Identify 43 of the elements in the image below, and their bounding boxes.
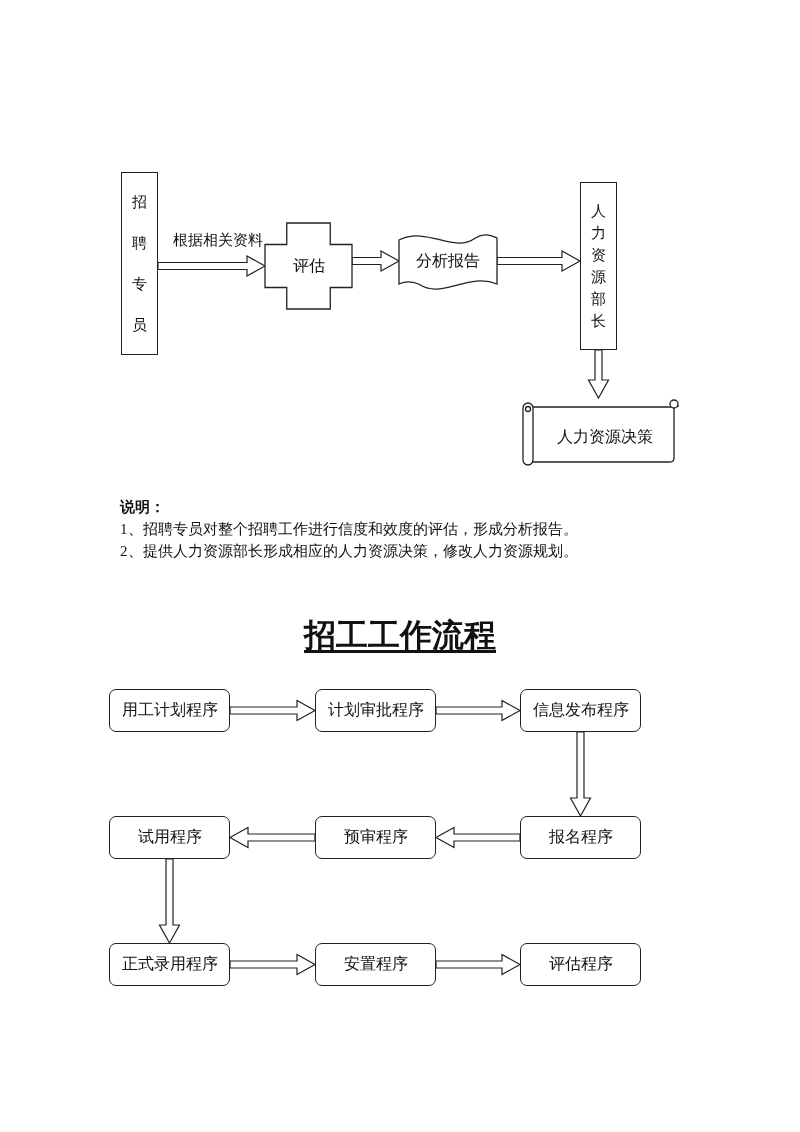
process-box	[109, 943, 230, 986]
node-text: 报名程序	[548, 827, 613, 847]
block-arrow	[229, 699, 317, 722]
node-text: 安置程序	[343, 954, 408, 974]
block-arrow	[435, 953, 522, 976]
process-box	[520, 943, 641, 986]
process-box	[520, 816, 641, 859]
process-box	[109, 816, 230, 859]
vertical-process-box	[121, 172, 158, 355]
node-text: 评估程序	[548, 954, 613, 974]
node-text: 招聘专员	[132, 192, 147, 335]
node-text: 预审程序	[343, 827, 408, 847]
process-box	[315, 689, 436, 732]
edge-label: 根据相关资料	[172, 231, 263, 250]
node-text: 计划审批程序	[327, 700, 424, 720]
node-text: 用工计划程序	[121, 700, 218, 720]
block-arrow	[229, 953, 317, 976]
process-box	[520, 689, 641, 732]
block-arrow	[228, 826, 316, 849]
block-arrow	[435, 699, 522, 722]
node-text: 信息发布程序	[532, 700, 629, 720]
process-box	[315, 943, 436, 986]
cross-shape	[265, 223, 352, 309]
node-text: 正式录用程序	[121, 954, 218, 974]
node-text: 试用程序	[137, 827, 202, 847]
block-arrow	[434, 826, 521, 849]
node-text: 评估	[292, 255, 325, 276]
block-arrow	[587, 349, 610, 400]
document-shape	[399, 234, 497, 288]
node-text: 分析报告	[416, 250, 480, 271]
process-box	[109, 689, 230, 732]
vertical-process-box	[580, 182, 617, 350]
notes-heading: 说明：	[120, 498, 166, 517]
note-text: 1、招聘专员对整个招聘工作进行信度和效度的评估，形成分析报告。	[120, 520, 578, 539]
block-arrow	[157, 255, 267, 277]
block-arrow	[496, 250, 582, 272]
block-arrow	[158, 858, 181, 945]
block-arrow	[351, 250, 401, 272]
note-text: 2、提供人力资源部长形成相应的人力资源决策，修改人力资源规划。	[120, 542, 578, 561]
block-arrow	[569, 731, 592, 818]
process-box	[315, 816, 436, 859]
title: 招工工作流程	[304, 617, 496, 653]
node-text: 人力资源部长	[591, 202, 606, 331]
